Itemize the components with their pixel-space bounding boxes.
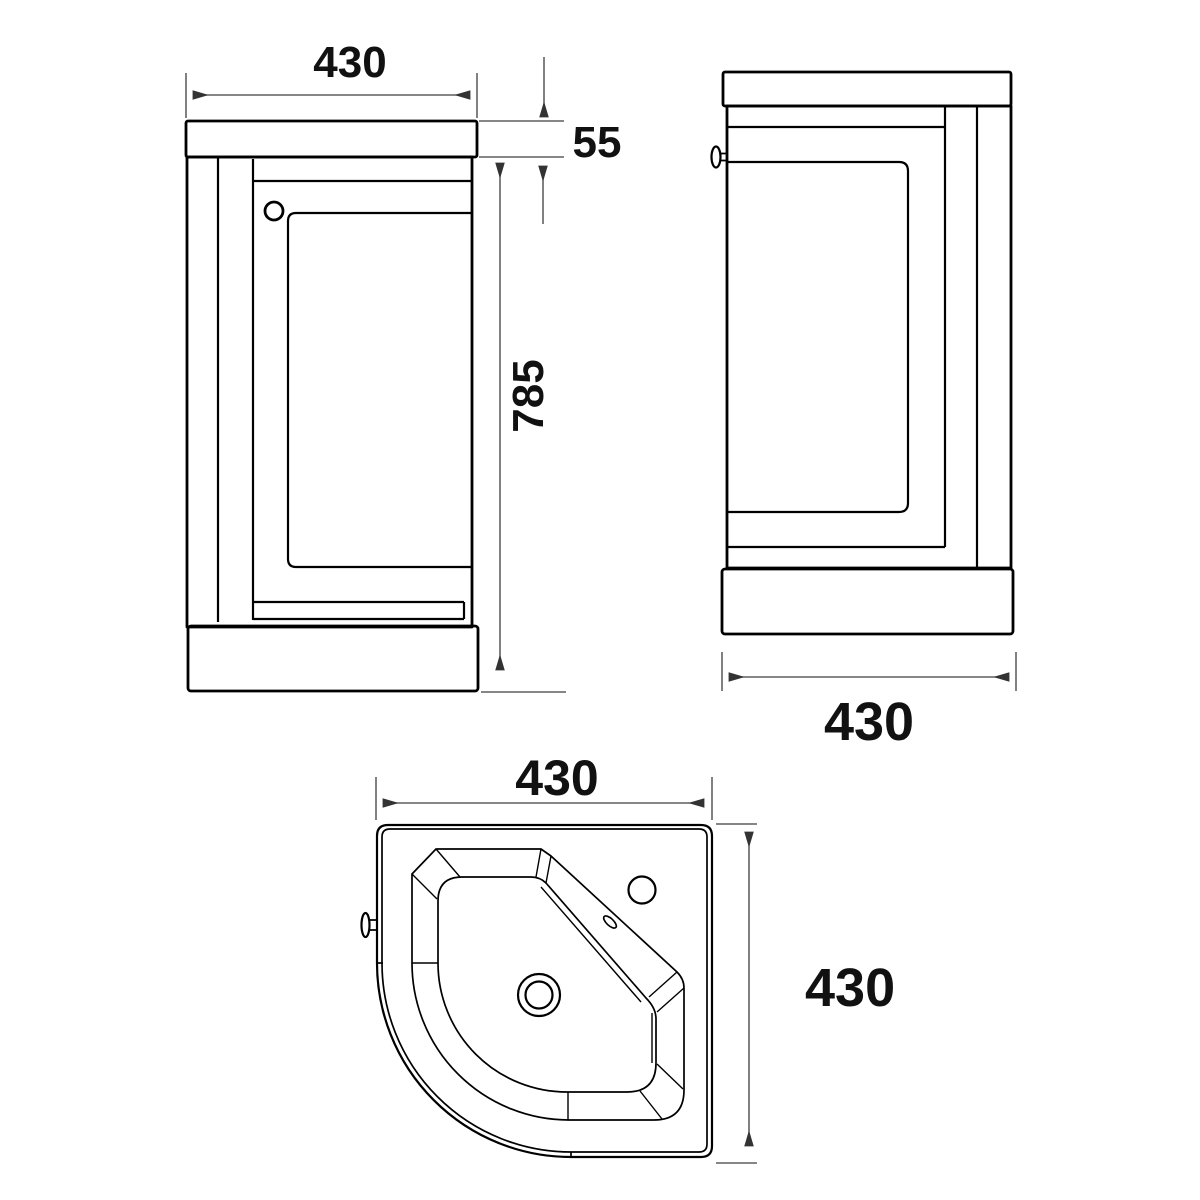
plan-bowl-lip-line-diagonal	[540, 886, 642, 1003]
side-door-knob-stem	[720, 152, 727, 162]
plan-worktop-outline-inner	[381, 828, 708, 1153]
side-view: 430	[710, 70, 1017, 752]
side-panel	[727, 160, 910, 514]
side-depth-label: 430	[824, 692, 914, 752]
front-width-label: 430	[313, 38, 386, 87]
plan-depth-label: 430	[805, 958, 895, 1018]
plan-door-knob-stem	[369, 919, 376, 931]
front-view: 430 55 785	[184, 38, 622, 693]
plan-door-knob	[360, 911, 371, 939]
plan-tap-hole	[627, 875, 657, 905]
plan-view: 430 430	[360, 750, 895, 1164]
plan-basin-bowl	[437, 876, 657, 1093]
front-worktop	[184, 119, 479, 159]
side-plinth	[720, 567, 1015, 636]
plan-waste-drain-inner	[524, 980, 554, 1010]
front-height-label: 785	[504, 359, 553, 432]
side-door-knob	[710, 145, 722, 169]
plan-rim-facet-lines	[411, 848, 685, 1120]
front-cabinet-body	[185, 155, 474, 629]
front-plinth	[186, 624, 480, 693]
front-worktop-thickness-label: 55	[573, 118, 622, 167]
plan-basin-rim-outer	[411, 848, 685, 1121]
plan-overflow-slot	[602, 915, 618, 929]
side-cabinet-body	[725, 104, 1013, 570]
side-worktop	[721, 70, 1013, 108]
plan-waste-drain-outer	[516, 972, 562, 1018]
front-door-panel	[286, 211, 472, 569]
front-door-knob	[263, 200, 285, 222]
plan-worktop-outline-outer	[375, 823, 714, 1159]
plan-width-label: 430	[515, 750, 598, 806]
